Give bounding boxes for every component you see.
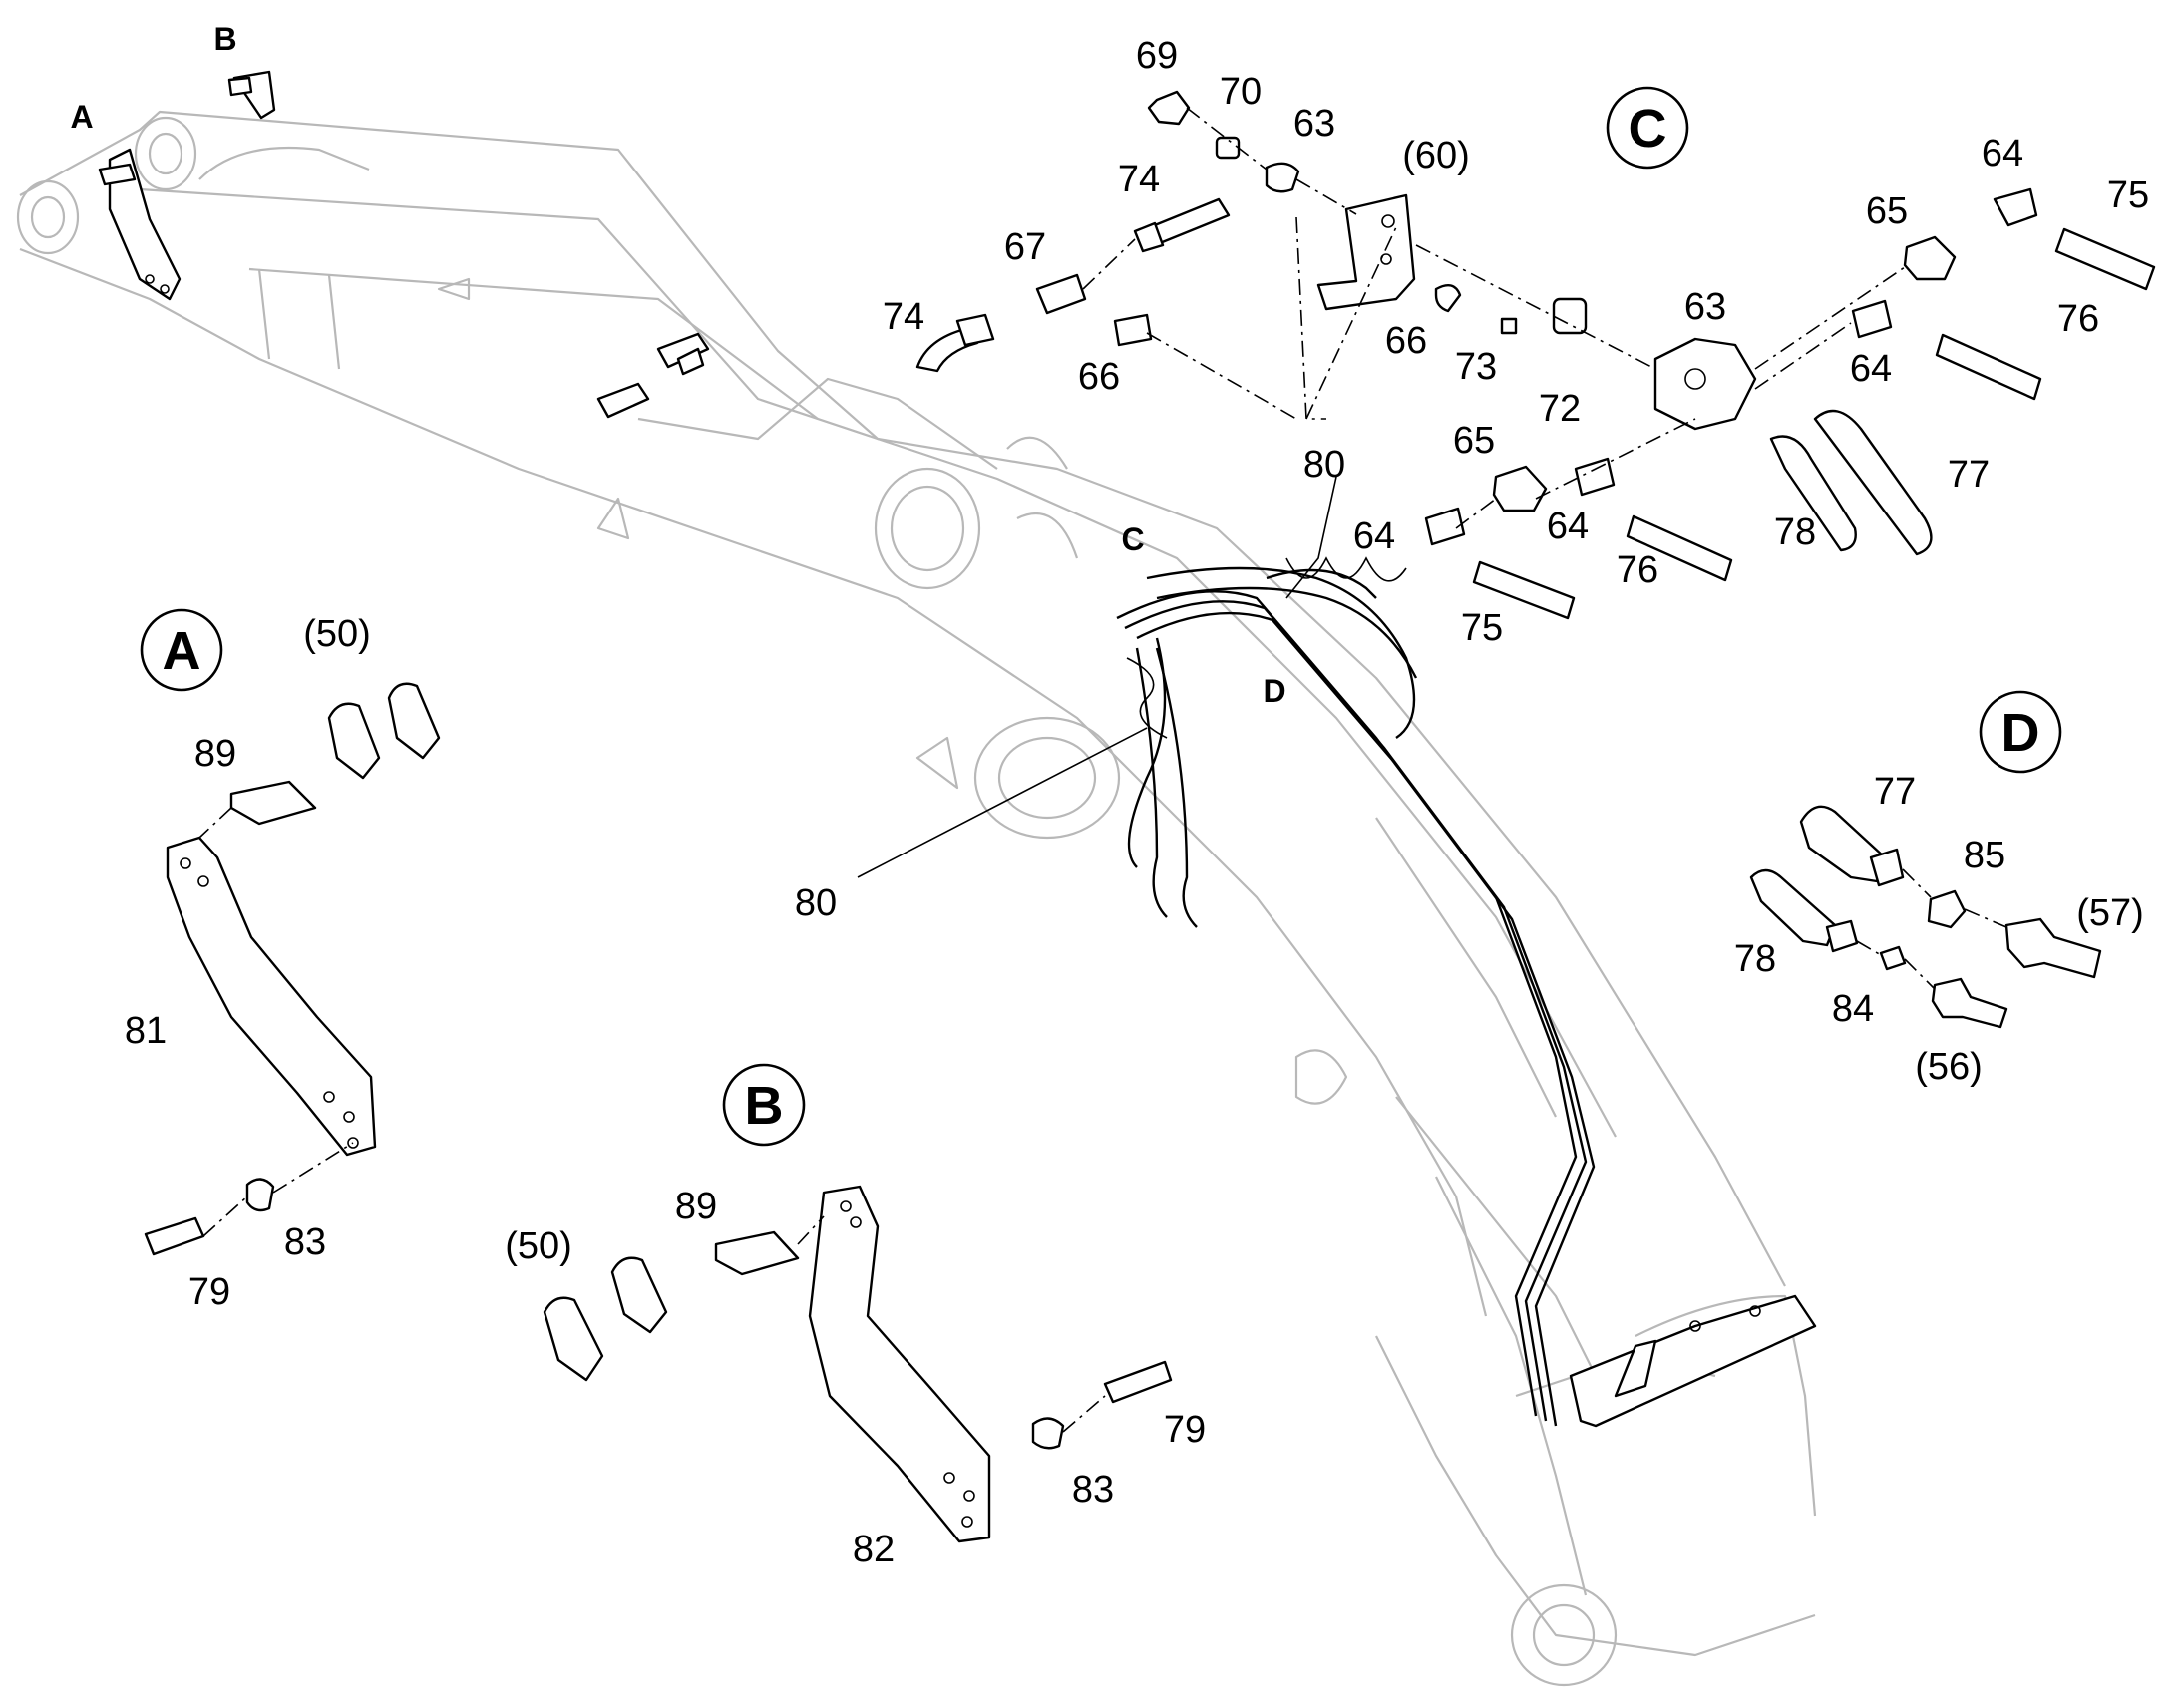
callout-64-left: 64 xyxy=(1353,515,1395,557)
detail-circle-c: C xyxy=(1606,86,1689,170)
callout-81: 81 xyxy=(125,1010,167,1052)
callout-80-upper: 80 xyxy=(1303,444,1345,486)
detail-c-parts xyxy=(915,90,2156,620)
callout-79-a: 79 xyxy=(188,1271,230,1313)
callout-79-b: 79 xyxy=(1164,1409,1206,1451)
callout-57: (57) xyxy=(2076,892,2144,934)
callout-60: (60) xyxy=(1402,135,1470,176)
callout-70: 70 xyxy=(1220,71,1262,113)
top-bracket-a xyxy=(98,148,182,301)
callout-64-top: 64 xyxy=(1982,133,2023,174)
callout-76-lower: 76 xyxy=(1617,549,1658,591)
callout-66-left: 66 xyxy=(1078,356,1120,398)
callout-80-lower: 80 xyxy=(795,882,837,924)
callout-73: 73 xyxy=(1455,346,1497,388)
callout-64-mid: 64 xyxy=(1850,348,1892,390)
detail-label-c: C xyxy=(1629,99,1667,159)
callout-76-right: 76 xyxy=(2057,298,2099,340)
callout-83-b: 83 xyxy=(1072,1469,1114,1511)
callout-56: (56) xyxy=(1915,1046,1983,1088)
callout-84: 84 xyxy=(1832,988,1874,1030)
leader-lines xyxy=(857,226,1397,878)
callout-75-lower: 75 xyxy=(1461,607,1503,649)
callout-77-d: 77 xyxy=(1874,771,1916,813)
callout-78-c: 78 xyxy=(1774,512,1816,553)
detail-circle-a: A xyxy=(140,608,223,692)
callout-66-right: 66 xyxy=(1385,320,1427,362)
detail-a-parts xyxy=(144,682,441,1256)
callout-89-b: 89 xyxy=(675,1186,717,1227)
callout-63-right: 63 xyxy=(1684,286,1726,328)
detail-circle-d: D xyxy=(1979,690,2062,774)
callout-63-top: 63 xyxy=(1293,103,1335,145)
callout-boom-c: C xyxy=(1121,521,1144,557)
callout-top-a: A xyxy=(70,99,93,135)
detail-label-a: A xyxy=(163,621,201,681)
boom-clamps xyxy=(596,332,710,419)
callout-top-b: B xyxy=(213,21,236,57)
callout-78-d: 78 xyxy=(1734,938,1776,980)
callout-labels: A B C D 69 70 63 (60) 74 67 74 66 66 73 … xyxy=(70,21,2149,1570)
detail-d-parts xyxy=(1749,805,2102,1029)
detail-label-d: D xyxy=(2001,703,2040,763)
callout-72: 72 xyxy=(1539,388,1581,430)
callout-83-a: 83 xyxy=(284,1221,326,1263)
callout-77-c: 77 xyxy=(1948,454,1990,496)
callout-74-lower: 74 xyxy=(883,296,924,338)
detail-circle-b: B xyxy=(722,1063,806,1147)
callout-75-top: 75 xyxy=(2107,174,2149,216)
callout-69: 69 xyxy=(1136,35,1178,77)
detail-b-parts xyxy=(543,1185,1173,1543)
callout-85: 85 xyxy=(1964,835,2005,876)
callout-50-b: (50) xyxy=(505,1225,572,1267)
callout-67: 67 xyxy=(1004,226,1046,268)
callout-50-a: (50) xyxy=(303,613,371,655)
callout-64-lower: 64 xyxy=(1547,506,1589,547)
callout-74-upper: 74 xyxy=(1118,159,1160,200)
callout-65-lower: 65 xyxy=(1453,420,1495,462)
callout-boom-d: D xyxy=(1263,673,1285,709)
detail-label-b: B xyxy=(745,1076,784,1136)
top-bracket-b xyxy=(227,70,276,120)
callout-89-a: 89 xyxy=(194,733,236,775)
callout-65-right: 65 xyxy=(1866,190,1908,232)
callout-82: 82 xyxy=(853,1529,895,1570)
hose-bundle xyxy=(1116,556,1817,1428)
